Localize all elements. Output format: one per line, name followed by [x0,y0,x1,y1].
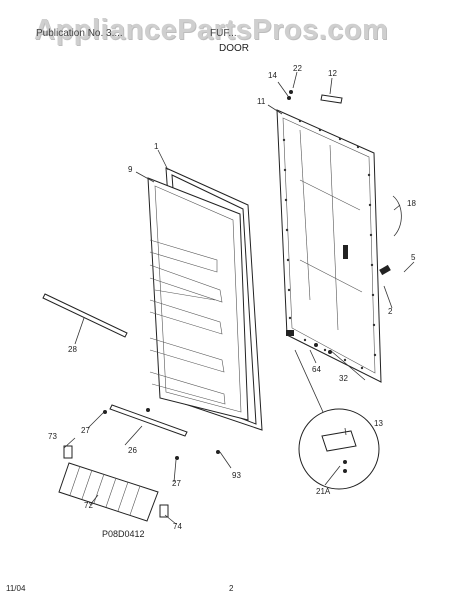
callout-21a: 21A [316,487,331,496]
callout-13: 13 [374,419,383,428]
footer-page-number: 2 [229,584,234,593]
callout-26: 26 [128,446,137,455]
callout-14: 14 [268,71,277,80]
leader-lines [63,71,415,525]
footer-date: 11/04 [6,584,26,593]
panel-screws [282,119,377,370]
callout-11: 11 [257,97,266,106]
callout-32: 32 [339,374,348,383]
watermark: AppliancePartsPros.com [34,14,389,46]
screws [103,90,391,473]
callout-28: 28 [68,345,77,354]
door-shelf-bar [42,293,128,338]
callout-1: 1 [154,142,159,151]
wire-basket [58,462,159,522]
basket-bracket-right [159,504,169,518]
section-title: DOOR [219,43,249,54]
header-model: FUF... [210,28,237,39]
callout-27b: 27 [172,479,181,488]
header-publication: Publication No. 3.... [36,28,123,39]
door-handle [392,195,402,237]
basket-bracket-left [63,445,73,459]
nameplate [320,94,343,104]
callout-5: 5 [411,253,416,262]
callout-2: 2 [388,307,393,316]
callout-74: 74 [173,522,182,531]
callout-73: 73 [48,432,57,441]
hinge-bracket [321,430,357,452]
callout-93: 93 [232,471,241,480]
callout-9: 9 [128,165,133,174]
bottom-shelf-bar [109,404,188,437]
callout-64: 64 [312,365,321,374]
callout-18: 18 [407,199,416,208]
callout-labels: 1 9 11 14 22 12 18 5 2 32 64 28 27 73 26… [48,64,416,531]
callout-27a: 27 [81,426,90,435]
callout-22: 22 [293,64,302,73]
callout-12: 12 [328,69,337,78]
inner-door-liner [147,177,249,421]
callout-72: 72 [84,501,93,510]
figure-code: P08D0412 [102,529,145,539]
outer-door-panel [276,109,382,383]
